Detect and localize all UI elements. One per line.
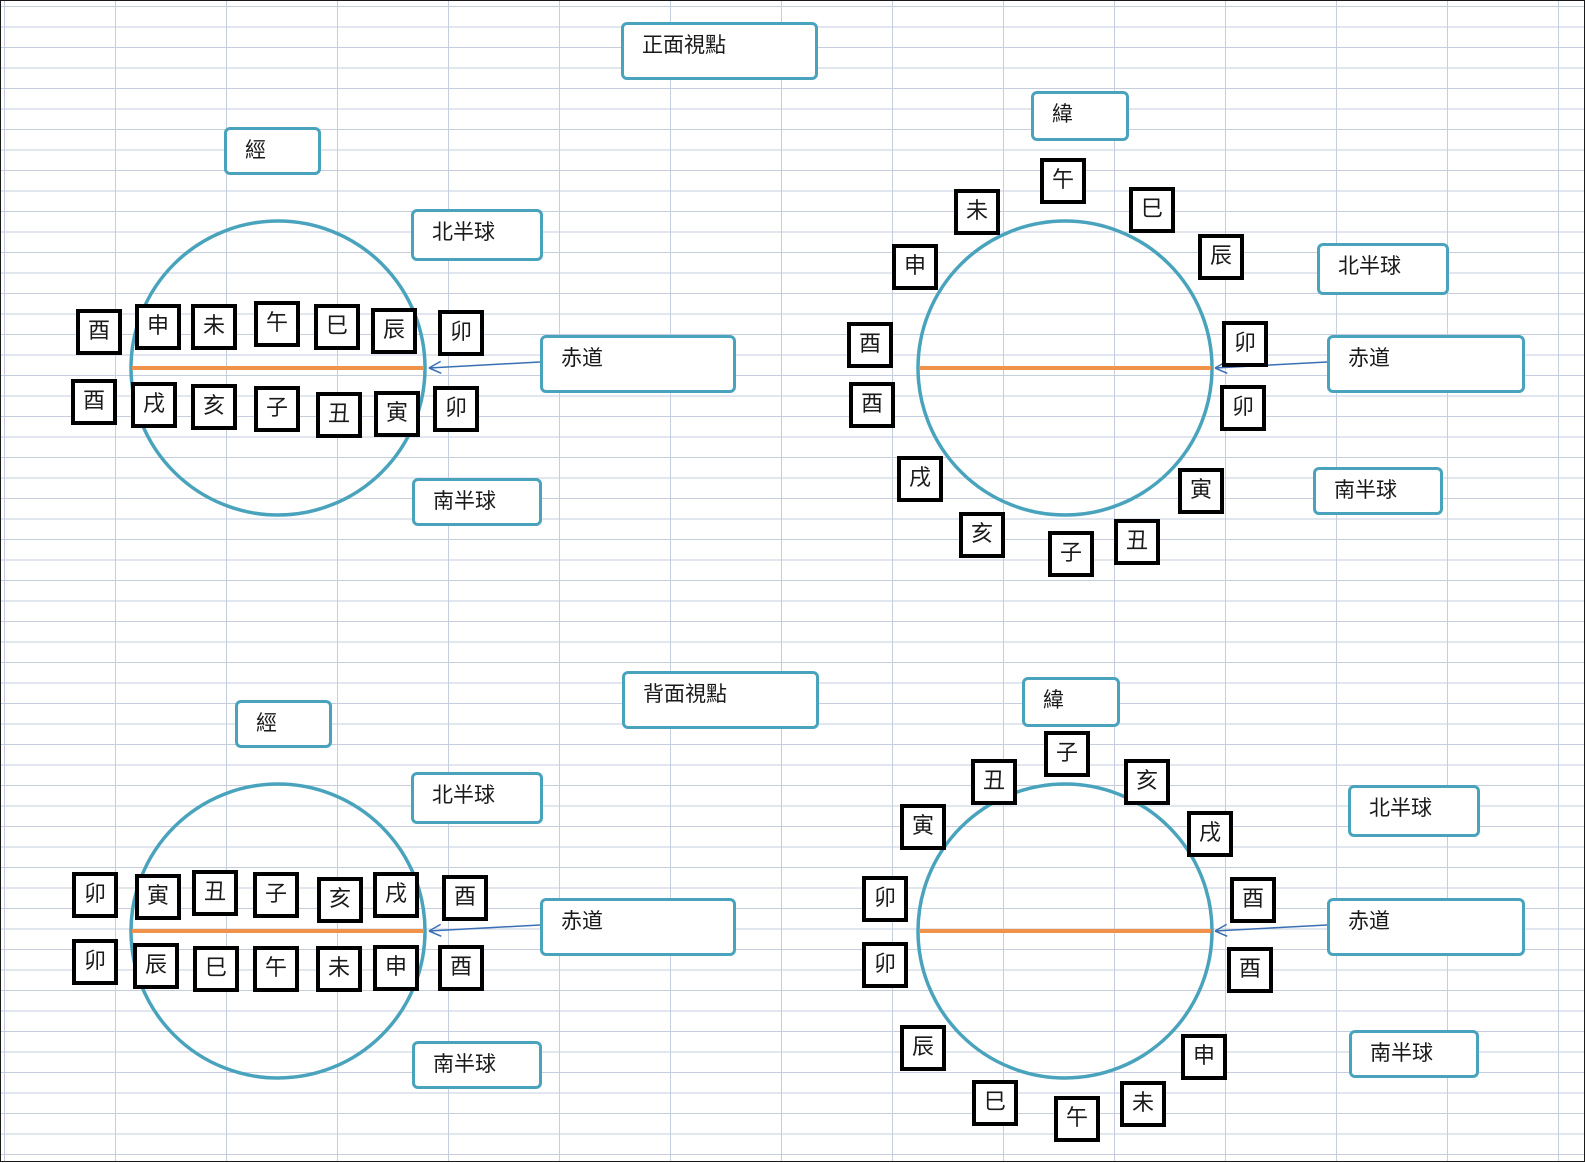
front-latitude-ring-branch: 午 [1040,158,1086,204]
back-latitude-equator-arrow [1214,923,1328,938]
back-longitude-upper-branch: 亥 [317,877,363,923]
back-longitude-lower-branch: 巳 [193,946,239,992]
back-latitude-globe [916,782,1214,1080]
front-latitude-equator-arrow [1214,360,1328,375]
front-longitude-lower-branch: 酉 [71,379,117,425]
front-longitude-upper-branch: 未 [191,304,237,350]
back-longitude-lower-branch: 卯 [72,939,118,985]
back-latitude-ring-branch: 卯 [862,876,908,922]
front-longitude-lower-branch: 子 [254,386,300,432]
back-latitude-ring-branch: 子 [1044,731,1090,777]
front-latitude-ring-branch: 酉 [849,382,895,428]
back-latitude-ring-branch: 卯 [862,942,908,988]
front-latitude-ring-branch: 子 [1048,531,1094,577]
front-longitude-equator-label: 赤道 [540,335,736,393]
front-longitude-lower-branch: 卯 [433,386,479,432]
back-latitude-ring-branch: 亥 [1124,759,1170,805]
front-longitude-lower-branch: 亥 [191,384,237,430]
front-latitude-ring-branch: 酉 [847,322,893,368]
front-latitude-ring-branch: 巳 [1129,187,1175,233]
back-longitude-upper-branch: 丑 [192,870,238,916]
front-view-title: 正面視點 [621,22,818,80]
front-latitude-ring-branch: 寅 [1178,468,1224,514]
front-longitude-upper-branch: 卯 [438,310,484,356]
front-latitude-ring-branch: 辰 [1198,234,1244,280]
front-latitude-equator-label: 赤道 [1327,335,1525,393]
back-longitude-south-label: 南半球 [412,1041,542,1089]
front-latitude-ring-branch: 申 [892,244,938,290]
front-longitude-lower-branch: 丑 [316,392,362,438]
back-longitude-lower-branch: 午 [253,946,299,992]
back-latitude-equator-label: 赤道 [1327,898,1525,956]
back-latitude-ring-branch: 酉 [1227,947,1273,993]
back-longitude-lower-branch: 申 [373,945,419,991]
front-latitude-globe [916,219,1214,517]
back-longitude-equator-arrow [428,923,541,938]
back-longitude-upper-branch: 卯 [72,872,118,918]
back-longitude-upper-branch: 戌 [373,872,419,918]
front-longitude-lower-branch: 戌 [131,382,177,428]
back-latitude-south-label: 南半球 [1349,1030,1479,1078]
back-longitude-upper-branch: 寅 [135,874,181,920]
back-longitude-lower-branch: 酉 [438,945,484,991]
back-longitude-upper-branch: 子 [253,872,299,918]
front-longitude-north-label: 北半球 [411,209,543,261]
back-latitude-ring-branch: 寅 [900,804,946,850]
front-longitude-upper-branch: 酉 [76,309,122,355]
back-latitude-north-label: 北半球 [1348,785,1480,837]
front-longitude-south-label: 南半球 [412,478,542,526]
back-latitude-ring-branch: 辰 [900,1025,946,1071]
front-latitude-ring-branch: 卯 [1222,321,1268,367]
front-latitude-north-label: 北半球 [1317,243,1449,295]
back-longitude-lower-branch: 未 [316,946,362,992]
back-longitude-lower-branch: 辰 [133,943,179,989]
back-latitude-ring-branch: 午 [1054,1096,1100,1142]
front-longitude-label: 經 [224,127,321,175]
front-longitude-upper-branch: 午 [254,301,300,347]
back-longitude-equator-label: 赤道 [540,898,736,956]
back-latitude-ring-branch: 未 [1120,1081,1166,1127]
back-longitude-label: 經 [235,700,332,748]
back-latitude-label: 緯 [1022,677,1120,727]
front-longitude-globe [129,219,427,517]
front-longitude-upper-branch: 申 [135,304,181,350]
front-longitude-upper-branch: 巳 [314,304,360,350]
front-latitude-ring-branch: 亥 [959,512,1005,558]
front-longitude-upper-branch: 辰 [371,308,417,354]
front-latitude-ring-branch: 未 [954,189,1000,235]
back-longitude-globe [129,782,427,1080]
back-latitude-ring-branch: 酉 [1230,877,1276,923]
back-latitude-ring-branch: 巳 [972,1080,1018,1126]
front-latitude-south-label: 南半球 [1313,467,1443,515]
back-longitude-north-label: 北半球 [411,772,543,824]
front-latitude-ring-branch: 丑 [1114,519,1160,565]
back-view-title: 背面視點 [622,671,819,729]
front-longitude-equator-arrow [428,360,541,375]
back-latitude-ring-branch: 丑 [971,759,1017,805]
back-latitude-ring-branch: 申 [1181,1034,1227,1080]
front-longitude-lower-branch: 寅 [374,391,420,437]
back-longitude-upper-branch: 酉 [442,875,488,921]
front-latitude-label: 緯 [1031,91,1129,141]
back-latitude-ring-branch: 戌 [1187,811,1233,857]
front-latitude-ring-branch: 卯 [1220,385,1266,431]
front-latitude-ring-branch: 戌 [897,456,943,502]
